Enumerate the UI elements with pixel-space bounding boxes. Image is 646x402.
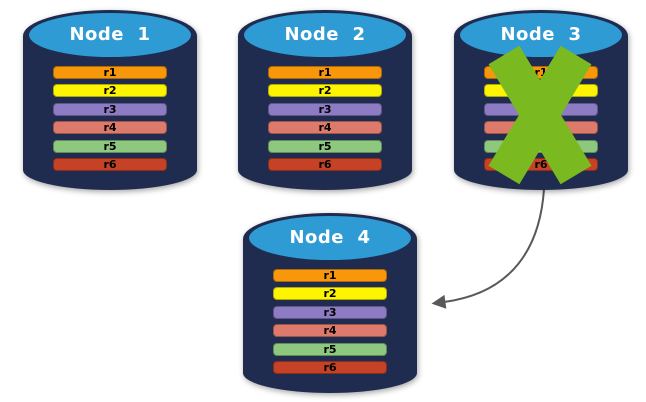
replica-row-r2: r2 (484, 84, 598, 98)
cylinder-top (29, 13, 191, 57)
replica-row-r3: r3 (273, 305, 387, 319)
replica-row-r3: r3 (53, 102, 167, 116)
replica-row-r5: r5 (273, 342, 387, 356)
replica-row-r6: r6 (268, 157, 382, 171)
failover-arrow (431, 188, 545, 309)
node-title: Node 3 (500, 24, 582, 45)
replica-row-r2: r2 (273, 287, 387, 301)
node-3-cylinder: Node 3 r1 r2 r3 r4 r5 r6 (453, 9, 629, 193)
node-rows: r1 r2 r3 r4 r5 r6 (268, 66, 382, 171)
node-rows: r1 r2 r3 r4 r5 r6 (484, 66, 598, 171)
replica-row-r2: r2 (53, 84, 167, 98)
node-2-cylinder: Node 2 r1 r2 r3 r4 r5 r6 (237, 9, 413, 193)
node-rows: r1 r2 r3 r4 r5 r6 (273, 269, 387, 374)
replica-row-r3: r3 (268, 102, 382, 116)
replica-row-r5: r5 (484, 139, 598, 153)
replica-row-r5: r5 (268, 139, 382, 153)
replica-row-r4: r4 (268, 121, 382, 135)
replica-row-r1: r1 (53, 66, 167, 79)
replica-row-r4: r4 (484, 121, 598, 135)
replica-row-r1: r1 (273, 269, 387, 282)
replica-row-r2: r2 (268, 84, 382, 98)
node-4-cylinder: Node 4 r1 r2 r3 r4 r5 r6 (242, 212, 418, 396)
replica-row-r1: r1 (268, 66, 382, 79)
node-rows: r1 r2 r3 r4 r5 r6 (53, 66, 167, 171)
node-1-cylinder: Node 1 r1 r2 r3 r4 r5 r6 (22, 9, 198, 193)
replica-row-r1: r1 (484, 66, 598, 79)
replica-row-r4: r4 (53, 121, 167, 135)
replica-row-r3: r3 (484, 102, 598, 116)
node-title: Node 4 (289, 227, 371, 248)
replica-row-r4: r4 (273, 324, 387, 338)
cylinder-top (244, 13, 406, 57)
node-title: Node 1 (69, 24, 151, 45)
node-title: Node 2 (284, 24, 366, 45)
replica-row-r5: r5 (53, 139, 167, 153)
replica-row-r6: r6 (53, 157, 167, 171)
cylinder-top (249, 216, 411, 260)
replica-row-r6: r6 (273, 360, 387, 374)
replica-row-r6: r6 (484, 157, 598, 171)
